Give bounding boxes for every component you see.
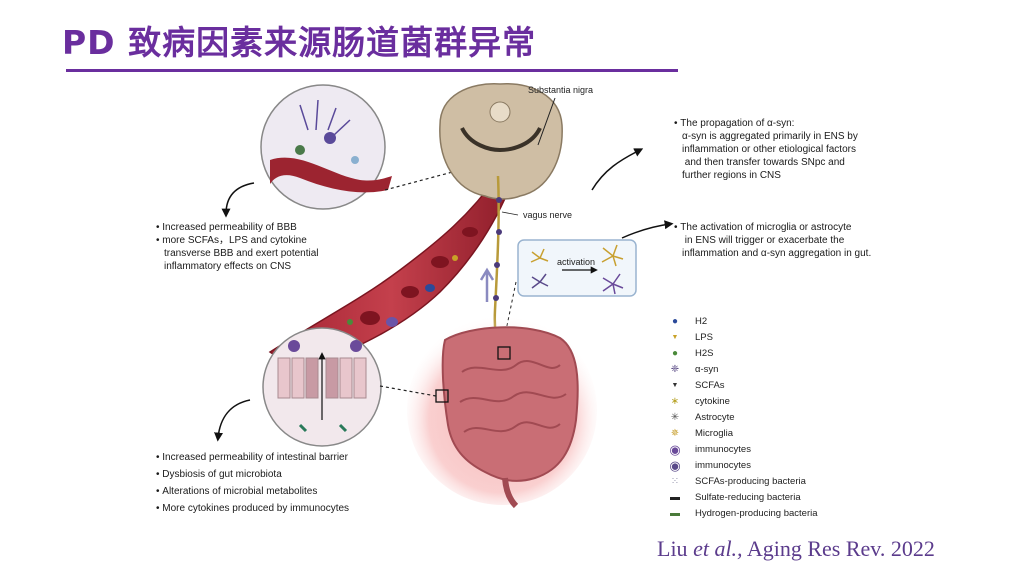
legend-row: ▬ Sulfate-reducing bacteria (664, 490, 834, 506)
legend-row: ● H2S (664, 346, 834, 362)
bbb-note-line: more SCFAs，LPS and cytokine (156, 234, 386, 247)
legend-label: SCFAs (695, 380, 725, 391)
legend-label: Sulfate-reducing bacteria (695, 492, 801, 503)
legend-row: ⁙ SCFAs-producing bacteria (664, 474, 834, 490)
propagation-curved-arrow-icon (591, 148, 644, 191)
legend-label: immunocytes (695, 460, 751, 471)
activation-label: activation (557, 257, 595, 267)
page-title: PD 致病因素来源肠道菌群异常 (62, 23, 537, 62)
propagation-notes: The propagation of α-syn: α-syn is aggre… (674, 117, 904, 182)
legend-row: ◉ immunocytes (664, 442, 834, 458)
dot-icon: ● (671, 348, 679, 359)
gut-note-line: Increased permeability of intestinal bar… (156, 449, 416, 466)
triangle-icon: ▼ (671, 334, 679, 341)
activation-note-line: in ENS will trigger or exacerbate the (682, 235, 845, 246)
legend-label: Microglia (695, 428, 734, 439)
astrocyte-icon: ✳ (670, 412, 680, 423)
legend-row: ❈ α-syn (664, 362, 834, 378)
bbb-curved-arrow-icon (221, 182, 255, 218)
activation-curved-arrow-icon (621, 220, 674, 239)
propagation-note-line: α-syn is aggregated primarily in ENS by (682, 131, 858, 142)
legend-label: immunocytes (695, 444, 751, 455)
citation-authors: Liu (657, 536, 688, 561)
legend-label: Astrocyte (695, 412, 735, 423)
cell-icon: ◉ (669, 458, 681, 473)
nerve-gut-marker (497, 346, 511, 360)
legend-label: H2S (695, 348, 714, 359)
propagation-note-line: and then transfer towards SNpc and (682, 157, 845, 168)
legend-row: ✳ Astrocyte (664, 410, 834, 426)
legend-label: Hydrogen-producing bacteria (695, 508, 818, 519)
gut-note-line: Alterations of microbial metabolites (156, 483, 416, 500)
dot-icon: ● (671, 316, 679, 327)
activation-connector (502, 281, 517, 346)
legend-row: ✵ Microglia (664, 426, 834, 442)
legend-row: ● H2 (664, 314, 834, 330)
vagus-nerve-label: vagus nerve (523, 210, 572, 220)
activation-box (517, 239, 637, 297)
rod-icon: ▬ (670, 492, 680, 503)
activation-note-line: The activation of microglia or astrocyte (674, 221, 914, 234)
cytokine-icon: ∗ (670, 396, 680, 407)
substantia-nigra-label: Substantia nigra (528, 85, 593, 95)
bbb-note-line: transverse BBB and exert potential (164, 248, 319, 259)
intestinal-barrier-inset (262, 327, 382, 447)
bacteria-cluster-icon: ⁙ (670, 476, 680, 487)
legend-label: H2 (695, 316, 708, 327)
legend-row: ▬ Hydrogen-producing bacteria (664, 506, 834, 522)
cell-icon: ◉ (669, 442, 681, 457)
bbb-notes: Increased permeability of BBB more SCFAs… (156, 221, 386, 273)
legend-row: ◉ immunocytes (664, 458, 834, 474)
triangle-icon: ▼ (671, 382, 679, 389)
legend: ● H2 ▼ LPS ● H2S ❈ α-syn ▼ SCFAs ∗ cytokine ✳ Astrocy… (664, 314, 834, 522)
citation-journal: Aging Res Rev. 2022 (746, 536, 935, 561)
activation-note-line: inflammation and α-syn aggregation in gu… (682, 248, 872, 259)
aggregate-icon: ❈ (670, 364, 680, 375)
legend-label: SCFAs-producing bacteria (695, 476, 806, 487)
alpha-syn-aggregates (493, 197, 502, 301)
gut-curved-arrow-icon (214, 399, 251, 442)
vagus-pointer (501, 211, 519, 216)
bbb-note-line: inflammatory effects on CNS (164, 261, 292, 272)
microglia-icon: ✵ (670, 428, 680, 439)
gut-intestine (407, 315, 597, 509)
propagation-note-line: inflammation or other etiological factor… (682, 144, 856, 155)
ascending-arrow-icon (479, 267, 495, 302)
legend-label: LPS (695, 332, 713, 343)
legend-row: ∗ cytokine (664, 394, 834, 410)
title-underline (66, 69, 678, 72)
legend-label: cytokine (695, 396, 730, 407)
substantia-nigra-pointer (537, 97, 556, 146)
legend-label: α-syn (695, 364, 719, 375)
activation-notes: The activation of microglia or astrocyte… (674, 221, 914, 260)
gut-note-line: Dysbiosis of gut microbiota (156, 466, 416, 483)
propagation-note-line: further regions in CNS (682, 170, 781, 181)
citation-etal: et al., (693, 536, 743, 561)
bbb-note-line: Increased permeability of BBB (156, 221, 386, 234)
substantia-nigra-brainstem (439, 83, 563, 200)
rod-icon: ▬ (670, 508, 680, 519)
citation: Liu et al., Aging Res Rev. 2022 (657, 536, 935, 562)
gut-notes: Increased permeability of intestinal bar… (156, 449, 416, 517)
bbb-inset (260, 84, 392, 210)
gut-note-line: More cytokines produced by immunocytes (156, 500, 416, 517)
legend-row: ▼ LPS (664, 330, 834, 346)
legend-row: ▼ SCFAs (664, 378, 834, 394)
propagation-note-line: The propagation of α-syn: (674, 117, 904, 130)
